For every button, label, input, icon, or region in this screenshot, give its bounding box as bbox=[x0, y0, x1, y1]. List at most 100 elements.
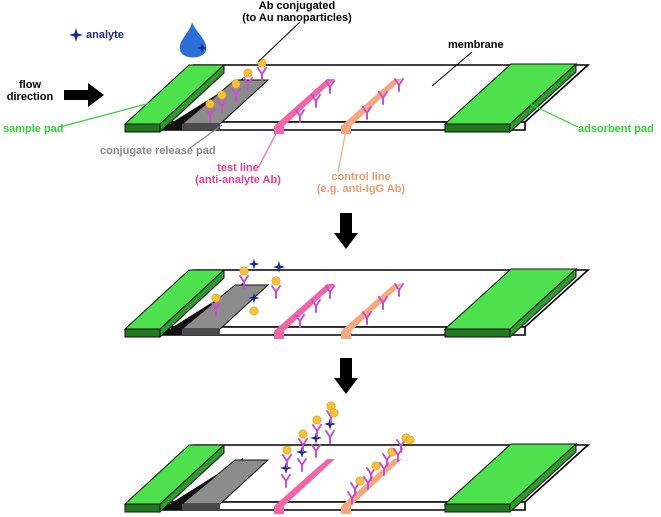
adsorbent-pad-label: adsorbent pad bbox=[578, 123, 654, 135]
sample-droplet bbox=[179, 22, 207, 58]
assay-strip-initial bbox=[59, 21, 591, 173]
control-antibody-2 bbox=[394, 78, 404, 92]
control-antibody-0 bbox=[362, 106, 372, 120]
conjugate-0-gold bbox=[257, 58, 267, 68]
conjugate-bound-2-ab bbox=[211, 302, 221, 316]
control-antibody-0 bbox=[362, 311, 372, 325]
test-gold-1 bbox=[312, 415, 322, 425]
sample-pad-side bbox=[159, 443, 225, 514]
flow-direction-label: flow direction bbox=[0, 79, 60, 104]
adsorbent-pad-front bbox=[444, 123, 511, 133]
control-line-front bbox=[341, 506, 351, 514]
ab-conjugated-line-1: Ab conjugated bbox=[258, 0, 336, 12]
test-capture-ab-3 bbox=[281, 474, 291, 488]
adsorbent-pad-front bbox=[444, 328, 511, 338]
control-line bbox=[341, 284, 402, 331]
test-line-label-1: test line bbox=[217, 162, 259, 174]
test-line bbox=[274, 284, 335, 331]
test-antibody-0 bbox=[295, 314, 305, 328]
control-line bbox=[341, 459, 402, 506]
adsorbent-pad-side bbox=[509, 267, 577, 339]
analyte-legend-label: analyte bbox=[86, 29, 124, 41]
analyte-b bbox=[273, 261, 285, 273]
test-detect-ab-0 bbox=[298, 438, 308, 452]
conjugate-4-ab bbox=[205, 108, 215, 122]
analyte-legend-icon bbox=[69, 28, 83, 42]
test-antibody-2 bbox=[325, 80, 335, 94]
test-line bbox=[274, 459, 335, 506]
test-capture-ab-0 bbox=[297, 458, 307, 472]
test-detect-ab-3 bbox=[282, 454, 292, 468]
flow-line-1: flow bbox=[19, 79, 41, 91]
conjugate-bound-0-ab bbox=[239, 275, 249, 289]
conjugate-release-pad-front bbox=[182, 124, 220, 130]
test-analyte-0 bbox=[296, 446, 308, 458]
conjugate-release-pad-front bbox=[182, 329, 220, 335]
control-gold-top bbox=[405, 435, 415, 445]
conjugate-3-gold bbox=[217, 90, 227, 100]
conjugate-bound-1-gold bbox=[271, 276, 281, 286]
conjugate-bound-0-gold bbox=[239, 266, 249, 276]
control-gold-1 bbox=[371, 461, 381, 471]
ab-conjugated-label: Ab conjugated (to Au nanoparticles) bbox=[232, 0, 362, 25]
conjugate-pointer bbox=[189, 124, 223, 149]
control-line bbox=[341, 79, 402, 126]
control-line-label-2: (e.g. anti-IgG Ab) bbox=[316, 182, 406, 195]
down-arrow-2 bbox=[334, 358, 358, 394]
down-arrow-1 bbox=[334, 213, 358, 249]
ab-pointer bbox=[257, 21, 301, 63]
adsorbent-pad-side bbox=[509, 62, 577, 134]
conjugate-3-ab bbox=[217, 99, 227, 113]
control-gold-0 bbox=[355, 476, 365, 486]
test-analyte-2 bbox=[324, 418, 336, 430]
test-detect-ab-1 bbox=[312, 424, 322, 438]
test-line-front bbox=[274, 506, 284, 514]
conjugate-bound-2-gold bbox=[211, 293, 221, 303]
sample-pad-front bbox=[124, 328, 161, 338]
control-line-label: control line (e.g. anti-IgG Ab) bbox=[296, 171, 426, 196]
ab-conjugated-line-2: (to Au nanoparticles) bbox=[242, 11, 352, 24]
test-antibody-1 bbox=[311, 94, 321, 108]
sample-pad-pointer bbox=[59, 102, 151, 128]
test-gold-3 bbox=[282, 445, 292, 455]
test-line-front bbox=[274, 331, 284, 339]
conjugate-release-pad-label: conjugate release pad bbox=[100, 145, 216, 157]
membrane-pointer bbox=[431, 51, 473, 87]
test-gold-top bbox=[329, 408, 339, 418]
test-line bbox=[274, 79, 335, 126]
sample-pad-label: sample pad bbox=[3, 123, 64, 135]
control-line-front bbox=[341, 331, 351, 339]
control-antibody-1 bbox=[378, 91, 388, 105]
test-analyte-1 bbox=[310, 432, 322, 444]
conjugate-1-gold bbox=[243, 68, 253, 78]
flow-arrow bbox=[64, 83, 104, 107]
test-line-pointer bbox=[257, 129, 279, 169]
membrane-label: membrane bbox=[448, 39, 504, 51]
control-antibody-2 bbox=[394, 283, 404, 297]
test-antibody-2 bbox=[325, 285, 335, 299]
sample-pad-side bbox=[159, 268, 225, 339]
sample-pad-side bbox=[159, 63, 225, 134]
conjugate-2-ab bbox=[231, 88, 241, 102]
analyte-a bbox=[248, 258, 260, 270]
sample-pad-front bbox=[124, 123, 161, 133]
test-gold-0 bbox=[298, 429, 308, 439]
adsorbent-pad-side bbox=[509, 442, 577, 514]
droplet-analyte bbox=[197, 43, 207, 53]
conjugate-4-gold bbox=[205, 99, 215, 109]
test-antibody-0 bbox=[295, 109, 305, 123]
assay-strip-result bbox=[123, 401, 591, 514]
analyte-c bbox=[248, 292, 260, 304]
test-line-front bbox=[274, 126, 284, 134]
test-capture-ab-1 bbox=[311, 444, 321, 458]
loose-gold bbox=[249, 306, 259, 316]
conjugate-1-ab bbox=[243, 77, 253, 91]
test-capture-ab-2 bbox=[325, 430, 335, 444]
conjugate-bound-1-ab bbox=[271, 285, 281, 299]
test-line-label-2: (anti-analyte Ab) bbox=[195, 173, 281, 186]
control-antibody-1 bbox=[378, 296, 388, 310]
flow-line-2: direction bbox=[6, 90, 54, 103]
adsorbent-pad-pointer bbox=[529, 103, 579, 128]
